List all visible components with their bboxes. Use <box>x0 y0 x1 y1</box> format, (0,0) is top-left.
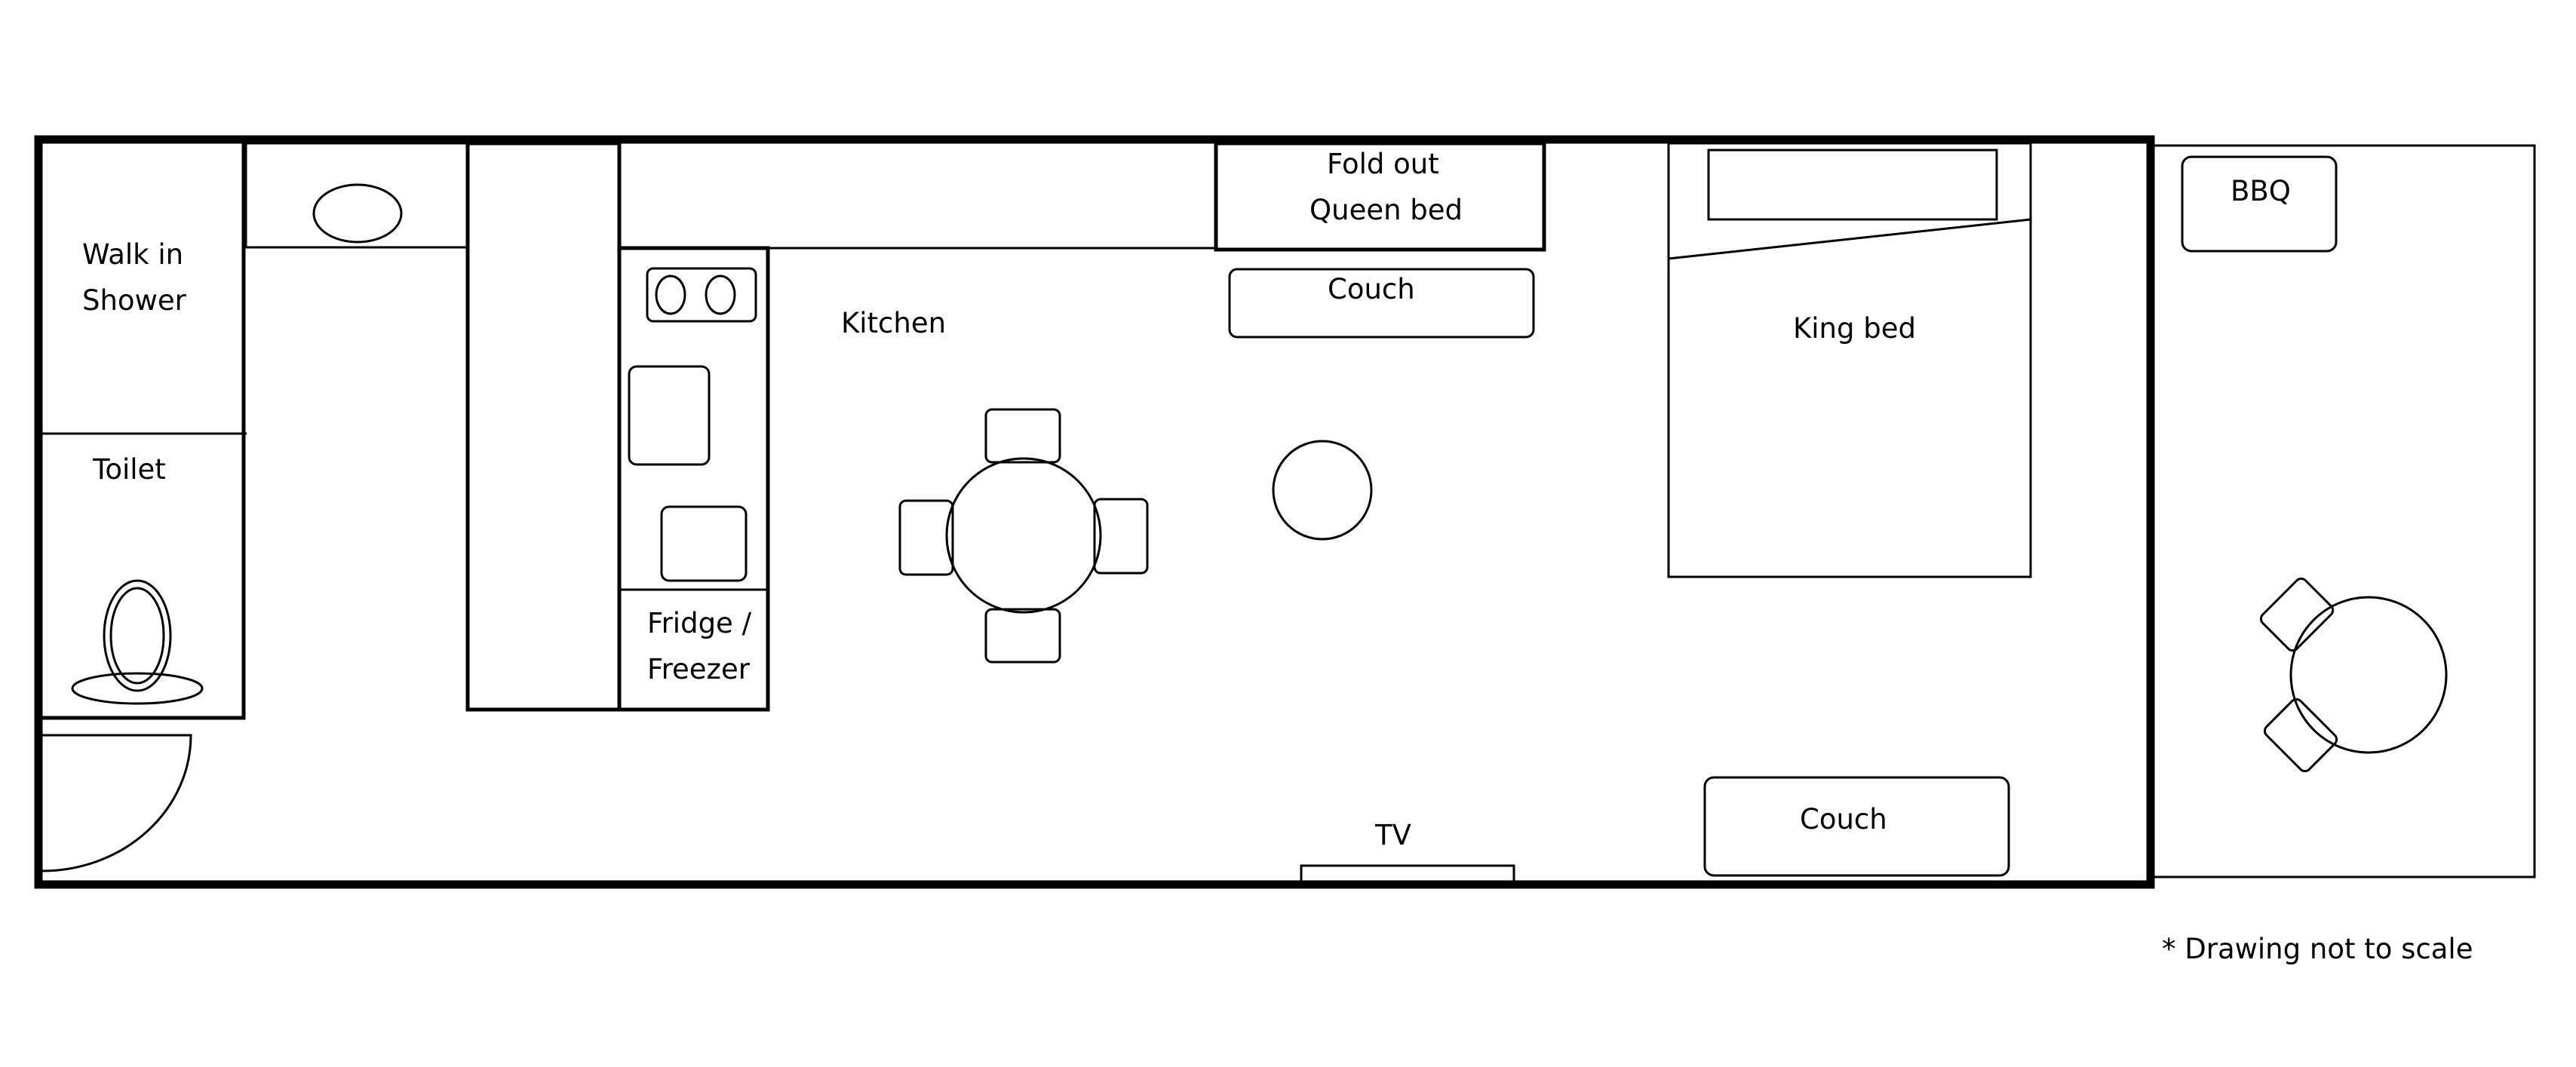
outdoor-chair <box>2263 698 2338 773</box>
toilet-label: Toilet <box>92 453 166 486</box>
dining-chair <box>984 608 1061 664</box>
bbq-label: BBQ <box>2231 175 2291 207</box>
bathroom-wall <box>42 143 246 720</box>
walk-in-shower-label-line1: Walk in <box>82 238 183 271</box>
fridge-freezer-label-line1: Fridge / <box>647 607 752 639</box>
fold-out-queen-bed-label-line1: Fold out <box>1327 148 1439 180</box>
burner-icon <box>655 274 686 315</box>
outdoor-chair <box>2259 577 2335 652</box>
dining-chair <box>898 499 954 576</box>
bbq <box>2181 155 2338 253</box>
fold-out-queen-bed-label-line2: Queen bed <box>1309 194 1463 226</box>
walk-in-shower-label-line2: Shower <box>82 284 187 317</box>
door-swing-icon <box>41 734 192 872</box>
kitchen-sink-icon <box>628 365 711 466</box>
fold-out-queen-bed <box>1214 141 1546 252</box>
coffee-table <box>1272 440 1373 541</box>
couch-top-label: Couch <box>1328 273 1415 305</box>
basin-icon <box>312 183 403 244</box>
dining-table <box>945 457 1102 614</box>
outer-wall <box>34 135 2155 889</box>
king-bed <box>1667 142 2032 578</box>
toilet-bowl-icon <box>103 579 172 692</box>
scale-note: * Drawing not to scale <box>2162 933 2473 965</box>
outdoor-table <box>2289 596 2448 754</box>
king-bed-label: King bed <box>1793 312 1916 345</box>
king-bed-pillow <box>1707 149 1998 221</box>
couch-bottom-label: Couch <box>1800 803 1887 836</box>
toilet-cistern-icon <box>71 672 204 705</box>
cooktop-icon <box>646 267 757 323</box>
toilet-bowl-inner <box>109 587 165 685</box>
couch-top <box>1228 268 1535 339</box>
burner-icon <box>705 274 736 315</box>
appliance-icon <box>660 505 748 582</box>
king-bed-blanket-line <box>1668 218 2031 260</box>
dining-chair <box>1093 498 1149 575</box>
tv-unit <box>1300 864 1515 884</box>
couch-bottom <box>1703 776 2010 877</box>
fridge-freezer-label-line2: Freezer <box>647 653 751 685</box>
kitchen-label: Kitchen <box>841 307 946 339</box>
tv-label: TV <box>1374 819 1411 851</box>
dining-chair <box>984 408 1061 464</box>
